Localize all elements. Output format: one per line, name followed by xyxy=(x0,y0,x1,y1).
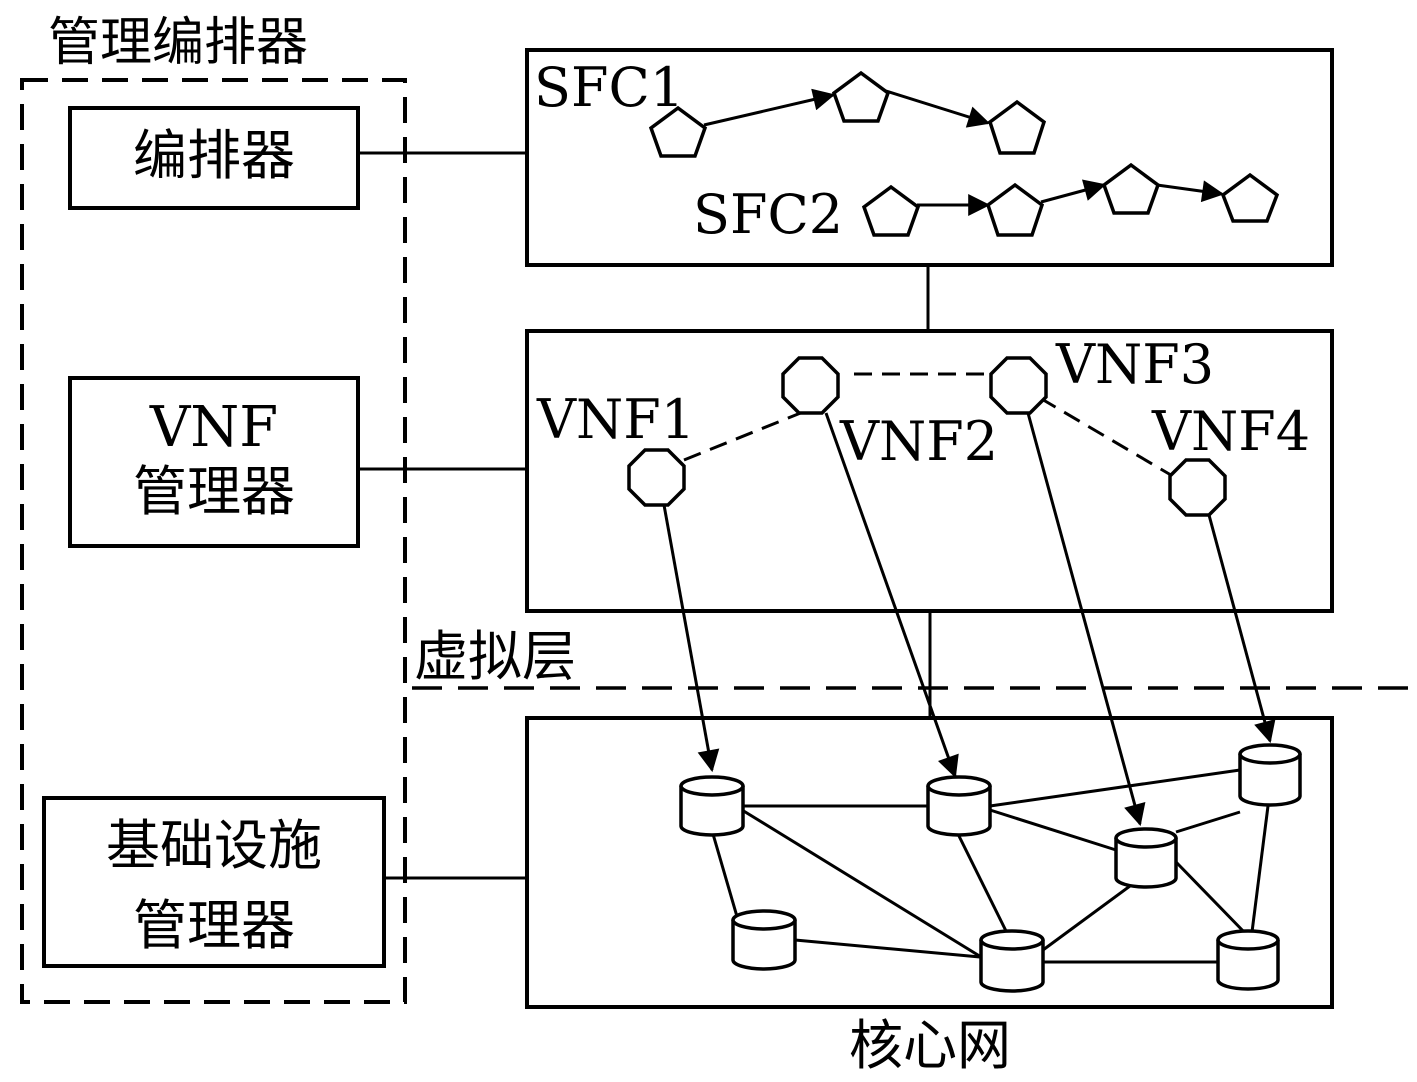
core-network-links xyxy=(711,768,1270,964)
vnf-manager-box: VNF 管理器 xyxy=(68,376,360,548)
sfc1-node-1-pentagon-icon xyxy=(648,105,708,158)
core-network-box xyxy=(525,716,1334,1009)
core-node-2-database-icon xyxy=(926,775,992,837)
vnf1-octagon-icon xyxy=(627,448,686,507)
mano-title: 管理编排器 xyxy=(48,13,308,73)
infra-manager-label-line2: 管理器 xyxy=(133,894,295,957)
core-node-4-database-icon xyxy=(1238,743,1302,807)
vnf3-label: VNF3 xyxy=(1055,333,1214,396)
core-node-6-database-icon xyxy=(979,929,1045,993)
sfc2-node-4-pentagon-icon xyxy=(1220,172,1280,223)
infrastructure-manager-box: 基础设施 管理器 xyxy=(42,796,386,968)
core-network-label: 核心网 xyxy=(849,1014,1011,1077)
vnf-dashed-links xyxy=(683,372,1177,480)
vnf4-octagon-icon xyxy=(1168,458,1227,517)
sfc2-chain xyxy=(917,179,1225,216)
sfc2-label: SFC2 xyxy=(693,183,843,246)
core-node-5-database-icon xyxy=(731,909,797,971)
vnf-manager-label-line1: VNF xyxy=(149,395,278,460)
mano-dashed-boundary xyxy=(20,78,407,1004)
sfc2-node-2-pentagon-icon xyxy=(985,182,1045,237)
core-node-1-database-icon xyxy=(679,775,745,837)
vnf4-label: VNF4 xyxy=(1151,400,1310,463)
sfc1-node-3-pentagon-icon xyxy=(987,99,1047,155)
sfc2-node-3-pentagon-icon xyxy=(1101,162,1161,215)
core-node-3-database-icon xyxy=(1114,827,1178,889)
sfc2-node-1-pentagon-icon xyxy=(861,184,921,237)
vnf-manager-label-line2: 管理器 xyxy=(133,460,295,523)
vnf2-label: VNF2 xyxy=(839,410,998,473)
infra-manager-label-line1: 基础设施 xyxy=(106,814,322,877)
sfc1-label: SFC1 xyxy=(534,56,684,119)
sfc1-node-2-pentagon-icon xyxy=(831,70,891,123)
vnf1-label: VNF1 xyxy=(536,388,695,451)
sfc1-chain xyxy=(703,88,991,128)
orchestrator-label: 编排器 xyxy=(133,124,295,187)
vnf3-octagon-icon xyxy=(989,356,1048,415)
vnf-mapping-arrows xyxy=(662,412,1276,827)
vnf2-octagon-icon xyxy=(781,356,840,415)
core-node-7-database-icon xyxy=(1216,929,1280,991)
sfc-layer-box xyxy=(525,48,1334,267)
orchestrator-box: 编排器 xyxy=(68,106,360,210)
virtual-layer-label: 虚拟层 xyxy=(414,625,576,688)
